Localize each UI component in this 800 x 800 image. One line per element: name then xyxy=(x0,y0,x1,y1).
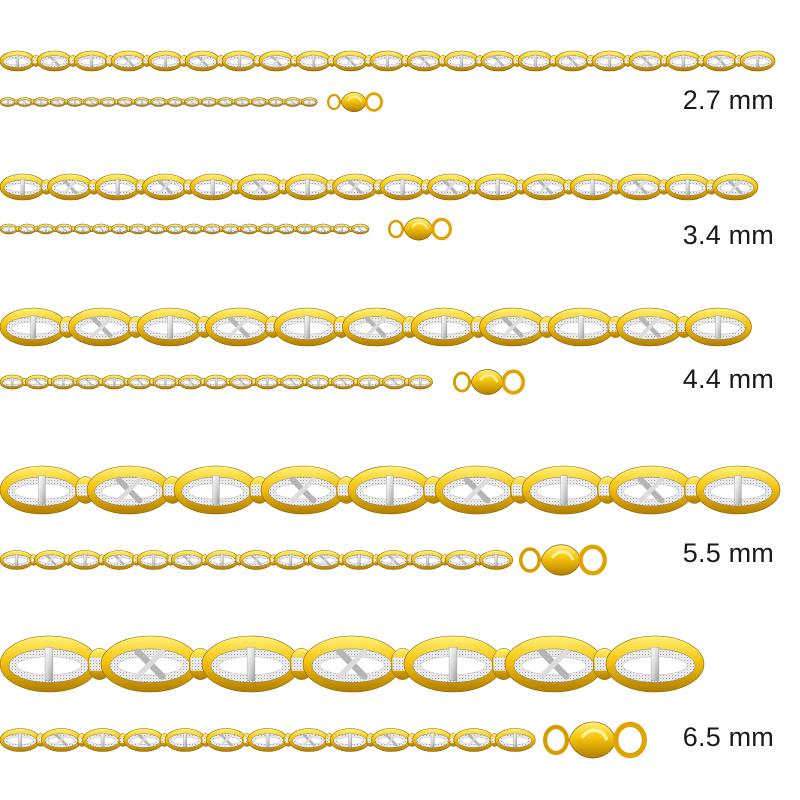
size-label-5-5mm: 5.5 mm xyxy=(682,538,774,568)
chain-3-4mm-closeup xyxy=(0,173,759,201)
clasp-2-7mm xyxy=(326,91,383,113)
size-label-6-5mm: 6.5 mm xyxy=(682,722,774,752)
chain-6-5mm-full xyxy=(0,728,536,752)
chain-4-4mm-closeup xyxy=(0,307,752,347)
chain-2-7mm-closeup xyxy=(0,50,776,72)
chain-2-7mm-full xyxy=(0,97,318,107)
size-label-3-4mm: 3.4 mm xyxy=(682,220,774,250)
clasp-6-5mm xyxy=(543,721,647,759)
clasp-5-5mm xyxy=(519,544,608,576)
size-label-2-7mm: 2.7 mm xyxy=(682,85,774,115)
chain-5-5mm-closeup xyxy=(0,465,781,515)
size-label-4-4mm: 4.4 mm xyxy=(682,364,774,394)
chain-3-4mm-full xyxy=(0,223,370,235)
clasp-4-4mm xyxy=(453,369,525,395)
chain-5-5mm-full xyxy=(0,550,514,570)
chain-4-4mm-full xyxy=(0,374,433,390)
clasp-3-4mm xyxy=(387,217,453,241)
chain-6-5mm-closeup xyxy=(0,635,705,693)
